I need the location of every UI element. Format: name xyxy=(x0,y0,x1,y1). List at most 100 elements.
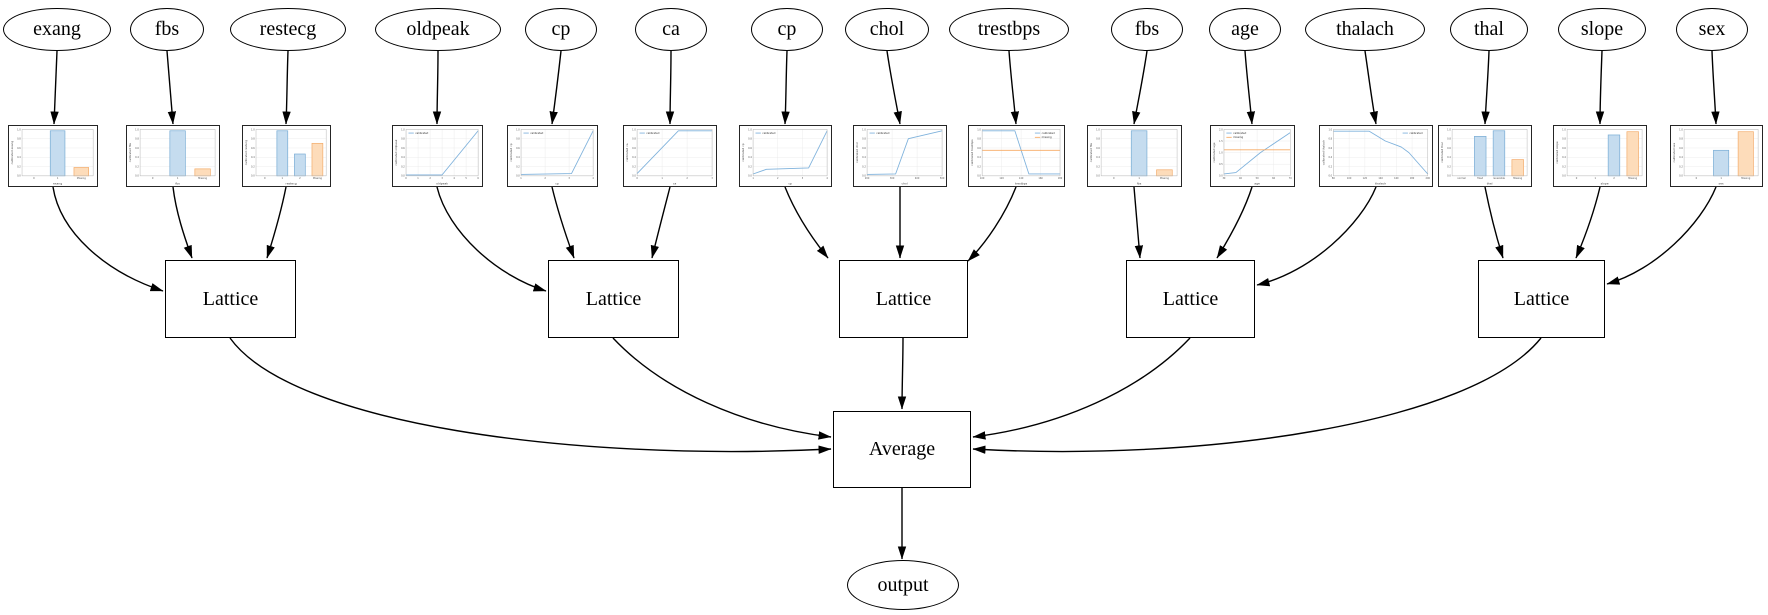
feature-node-label: thal xyxy=(1474,17,1504,40)
svg-text:1.0: 1.0 xyxy=(1096,128,1100,131)
feature-node-label: cp xyxy=(551,17,571,40)
edge-cal-cp-to-lattice-2 xyxy=(551,186,575,259)
svg-text:1.0: 1.0 xyxy=(135,128,139,131)
svg-text:0.6: 0.6 xyxy=(1447,147,1451,150)
lattice-node-1: Lattice xyxy=(165,260,296,338)
svg-text:180: 180 xyxy=(1058,177,1063,180)
svg-text:0.2: 0.2 xyxy=(17,165,21,168)
edge-cal-sex-to-lattice-5 xyxy=(1606,186,1717,285)
edge-lattice-3-to-average xyxy=(897,337,907,410)
svg-text:400: 400 xyxy=(915,177,920,180)
svg-text:0.0: 0.0 xyxy=(748,175,752,178)
svg-text:0.0: 0.0 xyxy=(1679,175,1683,178)
svg-text:0.4: 0.4 xyxy=(251,156,255,159)
edge-cal-thal-to-lattice-5 xyxy=(1484,186,1504,259)
svg-text:0: 0 xyxy=(152,177,154,180)
svg-text:calibrated exang: calibrated exang xyxy=(10,141,14,165)
svg-text:0.0: 0.0 xyxy=(1219,175,1223,178)
svg-text:100: 100 xyxy=(1347,177,1352,180)
svg-text:oldpeak: oldpeak xyxy=(436,181,448,185)
svg-text:6: 6 xyxy=(477,177,479,180)
svg-text:calibrated chol: calibrated chol xyxy=(855,142,859,163)
svg-text:80: 80 xyxy=(1332,177,1335,180)
feature-node-oldpeak-3: oldpeak xyxy=(375,7,501,51)
edge-cal-age-to-lattice-4 xyxy=(1216,186,1253,259)
svg-text:3: 3 xyxy=(802,177,804,180)
svg-text:2: 2 xyxy=(544,177,546,180)
average-node-label: Average xyxy=(868,438,936,460)
edge-cal-ca-to-lattice-2 xyxy=(650,186,671,259)
lattice-node-label: Lattice xyxy=(585,287,642,310)
svg-text:0.6: 0.6 xyxy=(1679,147,1683,150)
edge-cal-exang-to-lattice-1 xyxy=(52,186,164,292)
svg-text:0: 0 xyxy=(264,177,266,180)
svg-text:cp: cp xyxy=(788,181,792,185)
svg-text:cp: cp xyxy=(555,181,559,185)
edge-exang-to-cal-exang xyxy=(50,50,59,125)
svg-text:0.8: 0.8 xyxy=(1679,138,1683,141)
svg-text:0.4: 0.4 xyxy=(135,156,139,159)
svg-text:0: 0 xyxy=(1696,177,1698,180)
svg-text:0.0: 0.0 xyxy=(17,175,21,178)
svg-text:Missing: Missing xyxy=(1513,177,1522,180)
svg-text:0.6: 0.6 xyxy=(17,147,21,150)
svg-text:50: 50 xyxy=(1256,177,1259,180)
svg-text:slope: slope xyxy=(1601,181,1609,185)
svg-text:0.6: 0.6 xyxy=(632,147,636,150)
svg-text:thal: thal xyxy=(1487,181,1493,185)
svg-text:Missing: Missing xyxy=(1741,177,1750,180)
svg-text:0.0: 0.0 xyxy=(135,175,139,178)
svg-text:0.0: 0.0 xyxy=(977,175,981,178)
svg-text:160: 160 xyxy=(1038,177,1043,180)
svg-text:calibrated: calibrated xyxy=(762,131,775,135)
feature-node-label: exang xyxy=(33,17,81,40)
svg-text:0.4: 0.4 xyxy=(862,156,866,159)
svg-text:0.4: 0.4 xyxy=(17,156,21,159)
svg-text:0.2: 0.2 xyxy=(862,165,866,168)
svg-text:calibrated fbs: calibrated fbs xyxy=(1089,143,1093,163)
svg-text:0.4: 0.4 xyxy=(1447,156,1451,159)
svg-text:0.6: 0.6 xyxy=(862,147,866,150)
svg-text:0.8: 0.8 xyxy=(632,138,636,141)
edge-ca-to-cal-ca xyxy=(665,50,675,125)
feature-node-label: oldpeak xyxy=(406,17,470,40)
lattice-node-label: Lattice xyxy=(1513,287,1570,310)
svg-text:0: 0 xyxy=(33,177,35,180)
svg-text:calibrated ca: calibrated ca xyxy=(625,143,629,161)
edge-cal-fbs2-to-lattice-4 xyxy=(1133,186,1144,259)
svg-text:normal: normal xyxy=(1457,177,1466,180)
svg-text:1.0: 1.0 xyxy=(1447,128,1451,131)
svg-text:calibrated: calibrated xyxy=(1042,131,1055,135)
svg-text:Missing: Missing xyxy=(1628,177,1637,180)
svg-text:calibrated sex: calibrated sex xyxy=(1672,142,1676,162)
lattice-node-2: Lattice xyxy=(548,260,679,338)
svg-text:calibrated cp: calibrated cp xyxy=(509,143,513,161)
svg-text:1: 1 xyxy=(1720,177,1722,180)
feature-node-label: age xyxy=(1231,17,1259,40)
svg-text:1.0: 1.0 xyxy=(748,128,752,131)
svg-text:0.0: 0.0 xyxy=(251,175,255,178)
feature-node-label: sex xyxy=(1698,17,1726,40)
svg-text:0.6: 0.6 xyxy=(1328,147,1332,150)
svg-text:0.0: 0.0 xyxy=(632,175,636,178)
svg-text:0.4: 0.4 xyxy=(401,156,405,159)
svg-text:0.2: 0.2 xyxy=(977,165,981,168)
feature-node-cp-6: cp xyxy=(751,7,823,51)
svg-text:fixed: fixed xyxy=(1477,177,1483,180)
svg-text:0.4: 0.4 xyxy=(1328,156,1332,159)
svg-text:calibrated: calibrated xyxy=(876,131,889,135)
edge-lattice-5-to-average xyxy=(972,337,1542,454)
feature-node-label: cp xyxy=(777,17,797,40)
svg-text:missing: missing xyxy=(1042,135,1052,139)
svg-text:0.6: 0.6 xyxy=(135,147,139,150)
